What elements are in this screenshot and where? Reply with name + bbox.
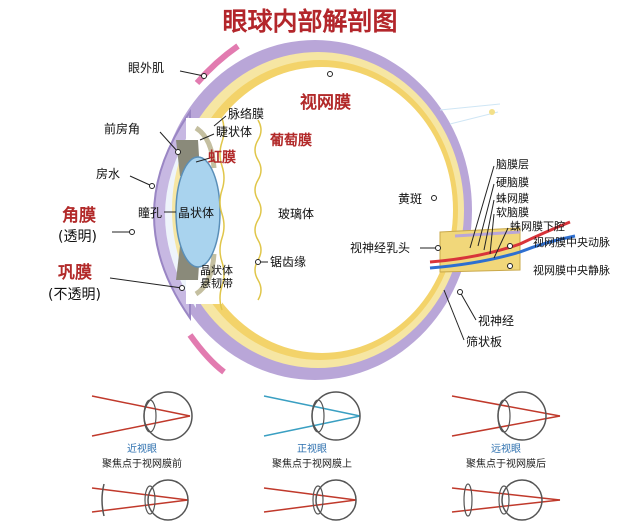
dot-macula bbox=[431, 195, 437, 201]
myopia-corrected-diagram bbox=[91, 479, 189, 521]
dot-vein bbox=[507, 263, 513, 269]
dot-disc bbox=[435, 245, 441, 251]
dot-extraocular bbox=[201, 73, 207, 79]
label-sclera-note: (不透明) bbox=[48, 287, 101, 303]
hyperopia-desc: 聚焦点于视网膜后 bbox=[466, 457, 546, 470]
dot-ora bbox=[255, 259, 261, 265]
ciliary-body-lower bbox=[194, 253, 217, 297]
optic-nerve-shape bbox=[439, 227, 521, 273]
extraocular-muscle-bottom bbox=[187, 333, 226, 375]
label-optic-disc: 视神经乳头 bbox=[350, 240, 410, 255]
ciliary-body-upper bbox=[194, 125, 217, 169]
label-zonule-line2: 悬韧带 bbox=[200, 277, 233, 290]
dot-optic-nerve bbox=[457, 289, 463, 295]
dot-aqueous bbox=[149, 183, 155, 189]
leader-aqueous bbox=[129, 175, 153, 187]
label-vitreous: 玻璃体 bbox=[278, 207, 314, 221]
hyperopia-corrected-diagram bbox=[451, 479, 561, 521]
label-zonule-line1: 晶状体 bbox=[200, 263, 233, 277]
label-iris: 虹膜 bbox=[208, 149, 236, 166]
myopia-diagram bbox=[91, 391, 193, 441]
myopia-name: 近视眼 bbox=[127, 442, 157, 455]
myopia-desc: 聚焦点于视网膜前 bbox=[102, 457, 182, 470]
vitreous-body bbox=[191, 67, 453, 353]
emmetropia-diagram bbox=[263, 391, 361, 441]
label-lamina-cribrosa: 筛状板 bbox=[466, 334, 502, 349]
label-sclera: 巩膜 bbox=[58, 262, 92, 283]
emmetropia-name: 正视眼 bbox=[297, 442, 327, 455]
ora-serrata-line bbox=[254, 119, 262, 301]
label-pia: 软脑膜 bbox=[496, 205, 529, 219]
label-anterior-chamber-angle: 前房角 bbox=[104, 121, 140, 136]
leader-meninges bbox=[469, 165, 495, 249]
label-dura: 硬脑膜 bbox=[496, 176, 529, 189]
leader-subarachnoid bbox=[493, 227, 509, 259]
label-ciliary-body: 睫状体 bbox=[216, 125, 252, 139]
label-arachnoid: 蛛网膜 bbox=[496, 191, 529, 205]
hyperopia-name: 远视眼 bbox=[491, 442, 521, 455]
leader-sclera bbox=[109, 277, 183, 289]
label-choroid: 脉络膜 bbox=[228, 106, 264, 121]
label-subarachnoid: 蛛网膜下腔 bbox=[510, 219, 565, 233]
dot-artery bbox=[507, 243, 513, 249]
light-spot bbox=[489, 109, 495, 115]
dot-angle bbox=[175, 149, 181, 155]
label-cornea-note: (透明) bbox=[58, 229, 97, 245]
extraocular-muscle-top bbox=[194, 43, 240, 85]
label-cornea: 角膜 bbox=[62, 205, 96, 226]
leader-lamina bbox=[443, 289, 465, 341]
label-pupil: 瞳孔 bbox=[138, 205, 162, 220]
leader-ciliary bbox=[199, 133, 215, 141]
central-artery-vessel bbox=[429, 220, 571, 264]
leader-pia bbox=[489, 213, 495, 255]
label-meninges: 脑膜层 bbox=[496, 158, 529, 171]
leader-optic-nerve bbox=[459, 291, 477, 321]
leader-dura bbox=[477, 183, 495, 247]
dot-retina bbox=[327, 71, 333, 77]
label-extraocular-muscle: 眼外肌 bbox=[128, 61, 164, 75]
label-central-vein: 视网膜中央静脉 bbox=[533, 263, 610, 277]
dot-cornea bbox=[129, 229, 135, 235]
light-ray-1 bbox=[439, 103, 501, 111]
emmetropia-desc: 聚焦点于视网膜上 bbox=[272, 457, 352, 470]
label-central-artery: 视网膜中央动脉 bbox=[533, 235, 610, 249]
leader-choroid bbox=[213, 115, 227, 127]
label-lens: 晶状体 bbox=[178, 206, 214, 220]
page-title: 眼球内部解剖图 bbox=[222, 7, 397, 36]
label-uvea: 葡萄膜 bbox=[269, 132, 312, 149]
label-macula: 黄斑 bbox=[398, 192, 422, 206]
label-retina: 视网膜 bbox=[300, 92, 351, 113]
label-ora-serrata: 锯齿缘 bbox=[270, 254, 306, 269]
hyperopia-diagram bbox=[451, 391, 561, 441]
dot-sclera bbox=[179, 285, 185, 291]
label-aqueous-humor: 房水 bbox=[96, 166, 120, 181]
emmetropia-corrected-diagram bbox=[263, 479, 357, 521]
leader-arachnoid bbox=[483, 199, 495, 251]
leader-extraocular bbox=[179, 70, 205, 77]
ciliary-wavy-line bbox=[219, 117, 225, 311]
central-vein-vessel bbox=[429, 234, 576, 270]
label-optic-nerve: 视神经 bbox=[478, 313, 514, 328]
leader-angle bbox=[159, 131, 179, 153]
leader-iris bbox=[195, 157, 211, 163]
